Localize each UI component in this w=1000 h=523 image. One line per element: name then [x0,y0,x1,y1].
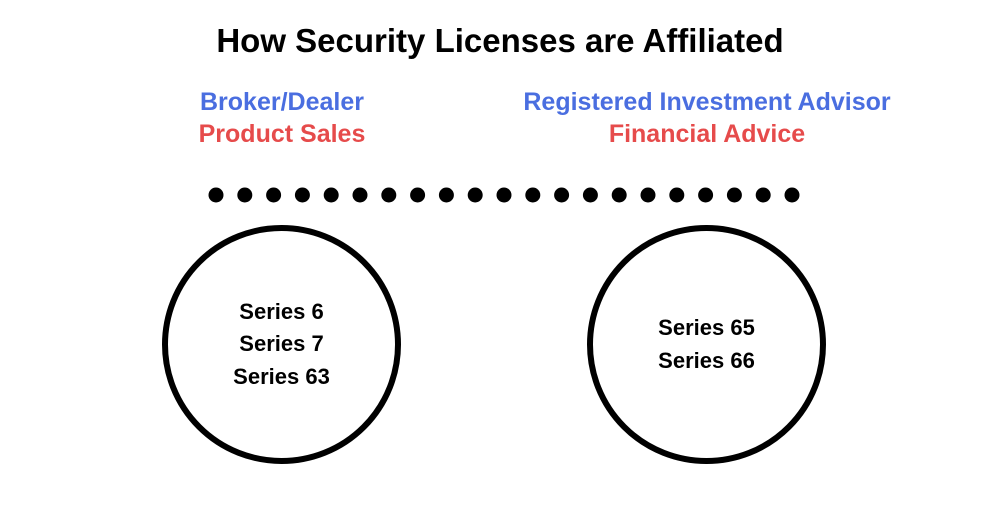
connector-dot [726,187,742,203]
broker-dealer-header: Broker/Dealer Product Sales [132,86,432,150]
broker-dealer-heading: Broker/Dealer [200,88,364,116]
connector-dot [266,187,282,203]
license-item: Series 63 [233,363,330,389]
connector-dot [410,187,426,203]
ria-license-list: Series 65 Series 66 [658,312,755,377]
broker-dealer-subheading: Product Sales [198,120,366,148]
connector-dot [582,187,598,203]
connector-dot [237,187,253,203]
connector-dot [640,187,656,203]
connector-dot [208,187,224,203]
connector-dot [611,187,627,203]
connector-dot [323,187,339,203]
connector-dot [352,187,368,203]
ria-header: Registered Investment Advisor Financial … [457,86,957,150]
ria-heading: Registered Investment Advisor [523,88,891,116]
connector-dot [784,187,800,203]
broker-dealer-circle: Series 6 Series 7 Series 63 [162,225,401,464]
connector-dot [381,187,397,203]
diagram-title-text: How Security Licenses are Affiliated [216,22,784,59]
connector-dot [467,187,483,203]
ria-subheading: Financial Advice [608,120,806,148]
dotted-connector [208,187,800,203]
connector-dot [554,187,570,203]
connector-dot [294,187,310,203]
license-item: Series 7 [239,331,324,357]
connector-dot [669,187,685,203]
connector-dot [698,187,714,203]
license-item: Series 65 [658,315,755,340]
connector-dot [496,187,512,203]
broker-dealer-license-list: Series 6 Series 7 Series 63 [233,296,330,394]
ria-circle: Series 65 Series 66 [587,225,826,464]
connector-dot [438,187,454,203]
license-item: Series 66 [658,347,755,373]
license-item: Series 6 [239,298,324,324]
connector-dot [755,187,771,203]
diagram-title: How Security Licenses are Affiliated [0,22,1000,60]
connector-dot [525,187,541,203]
